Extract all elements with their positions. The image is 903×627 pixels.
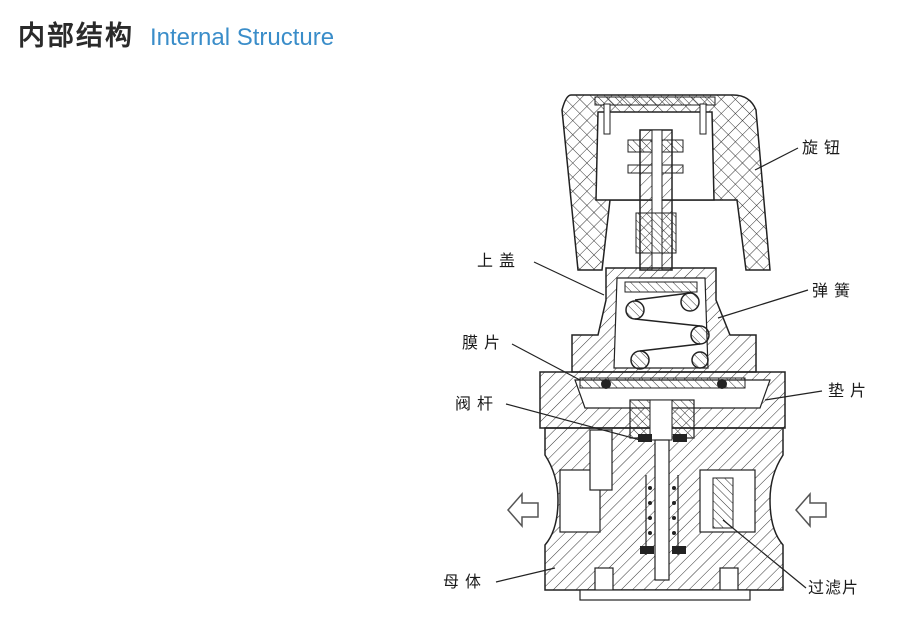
label-gasket: 垫片 bbox=[828, 381, 872, 400]
adjusting-screw bbox=[635, 129, 677, 271]
valve-stem bbox=[629, 399, 695, 581]
label-valve-stem: 阀杆 bbox=[455, 394, 499, 413]
title-english: Internal Structure bbox=[150, 24, 335, 51]
label-body: 母体 bbox=[443, 572, 487, 591]
label-spring: 弹簧 bbox=[812, 281, 856, 300]
spring-coils bbox=[625, 292, 710, 370]
label-upper-cover: 上盖 bbox=[477, 251, 521, 270]
arrow-left-icon bbox=[507, 492, 539, 528]
label-filter: 过滤片 bbox=[808, 578, 859, 597]
bonnet-part bbox=[571, 267, 757, 373]
title-chinese: 内部结构 bbox=[18, 21, 134, 52]
label-knob: 旋钮 bbox=[802, 138, 846, 157]
label-diaphragm: 膜片 bbox=[462, 333, 506, 352]
leader-lines bbox=[495, 147, 823, 589]
page-title: 内部结构 Internal Structure bbox=[18, 14, 335, 52]
arrow-left-icon bbox=[795, 492, 827, 528]
